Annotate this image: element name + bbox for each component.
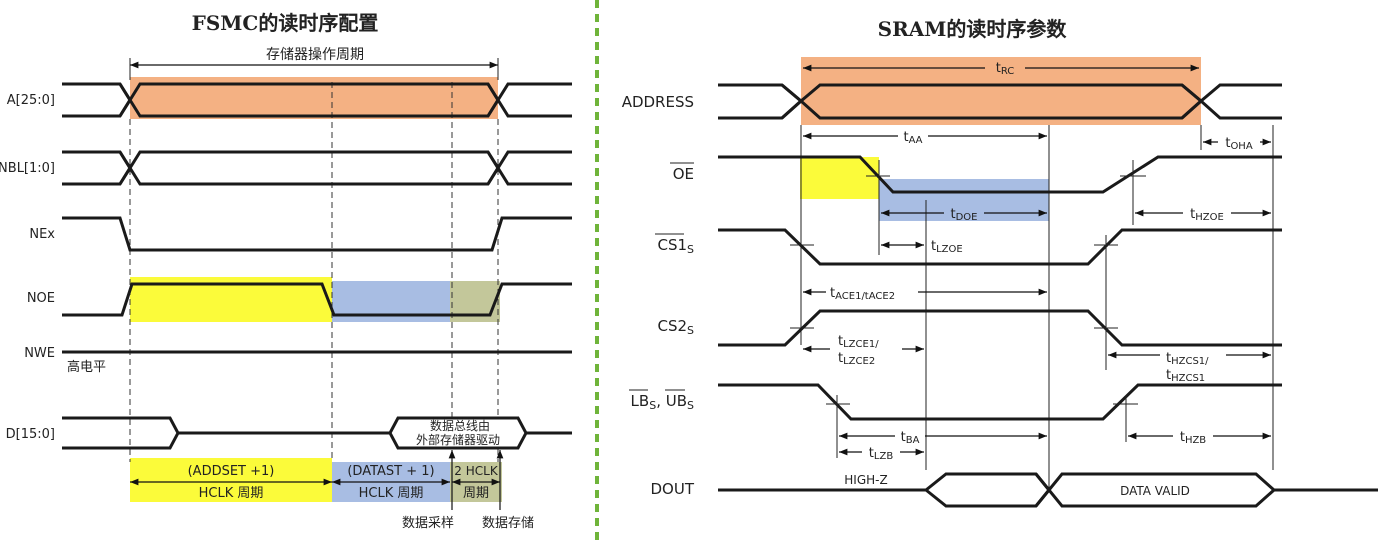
tba-label: tBA [901, 430, 920, 446]
tdoe-label: tDOE [951, 207, 978, 223]
address-wave-after [486, 82, 572, 118]
thzoe-label-bg [1183, 205, 1231, 221]
nex-wave [62, 216, 572, 252]
sample-label: 数据采样 [402, 516, 454, 531]
signal-label-cs1: CS1S [657, 236, 694, 256]
thzcs-label-line2: tHZCS1 [1166, 368, 1205, 384]
noe-wave [62, 282, 572, 317]
data-bus-note-line1: 数据总线由 [430, 418, 490, 433]
lb-ub-wave [718, 383, 1282, 421]
fsmc-title: FSMC的读时序配置 [192, 11, 379, 35]
high-z-label: HIGH-Z [844, 473, 887, 487]
tdoe-label-bg [944, 205, 984, 221]
sram-title: SRAM的读时序参数 [878, 17, 1068, 41]
toha-label: tOHA [1225, 136, 1253, 152]
nbl-wave-before [62, 150, 132, 186]
tlzb-label-bg [862, 444, 900, 460]
tlzce-label-line1: tLZCE1/ [838, 334, 879, 350]
tlzb-label: tLZB [869, 446, 894, 462]
thzoe-label: tHZOE [1190, 207, 1224, 223]
thzb-label-bg [1173, 428, 1213, 444]
oe-wave [718, 155, 1282, 194]
signal-label-data: D[15:0] [6, 427, 55, 442]
addset-label: (ADDSET +1) [188, 464, 275, 479]
thzb-label: tHZB [1180, 430, 1206, 446]
signal-label-cs2: CS2S [657, 317, 694, 337]
sram-read-timing-panel: SRAM的读时序参数 ADDRESS OE CS1S CS2S LBS, UBS… [622, 17, 1378, 508]
tba-label-bg [895, 428, 925, 444]
trc-label: tRC [996, 61, 1015, 77]
signal-label-dout: DOUT [651, 480, 695, 498]
tlzce-label-bg [830, 336, 902, 368]
signal-label-address: ADDRESS [622, 93, 694, 111]
hclk2-label: 2 HCLK [454, 464, 499, 478]
datast-label: (DATAST + 1) [347, 464, 434, 479]
address-wave-before [62, 82, 132, 118]
signal-label-nwe: NWE [24, 346, 55, 361]
store-label: 数据存储 [482, 516, 534, 531]
nwe-high-level-note: 高电平 [67, 359, 106, 375]
thzcs-label-line1: tHZCS1/ [1166, 351, 1209, 367]
fsmc-read-timing-panel: FSMC的读时序配置 存储器操作周期 A[25:0] NBL[1:0] NEx … [0, 11, 572, 531]
signal-label-lb-ub: LBS, UBS [631, 392, 694, 412]
datast-unit: HCLK 周期 [359, 486, 424, 501]
data-bus-note-line2: 外部存储器驱动 [416, 432, 500, 447]
trc-label-bg [985, 58, 1025, 76]
taa-label-bg [898, 128, 928, 144]
data-valid-label: DATA VALID [1120, 484, 1190, 498]
nbl-wave-after [486, 150, 572, 186]
signal-label-noe: NOE [27, 291, 55, 306]
signal-label-oe: OE [673, 165, 694, 183]
nbl-wave-valid [118, 150, 500, 186]
cs2-wave [718, 309, 1282, 347]
data-wave-before [62, 416, 398, 450]
tlzce-label-line2: tLZCE2 [838, 351, 875, 367]
taa-label: tAA [903, 130, 922, 146]
tace-label: tACE1/tACE2 [830, 286, 895, 302]
thzcs-label-bg [1160, 348, 1226, 382]
addset-unit: HCLK 周期 [199, 486, 264, 501]
tace-label-bg [826, 284, 918, 300]
hclk2-unit: 周期 [463, 486, 489, 501]
signal-label-nex: NEx [29, 227, 55, 242]
cycle-label: 存储器操作周期 [266, 47, 364, 63]
address-wave-after [1180, 83, 1282, 120]
toha-label-bg [1218, 134, 1260, 150]
signal-label-address: A[25:0] [7, 93, 55, 108]
tlzoe-label: tLZOE [931, 239, 963, 255]
cs1-wave [718, 228, 1282, 266]
signal-label-nbl: NBL[1:0] [0, 161, 55, 176]
